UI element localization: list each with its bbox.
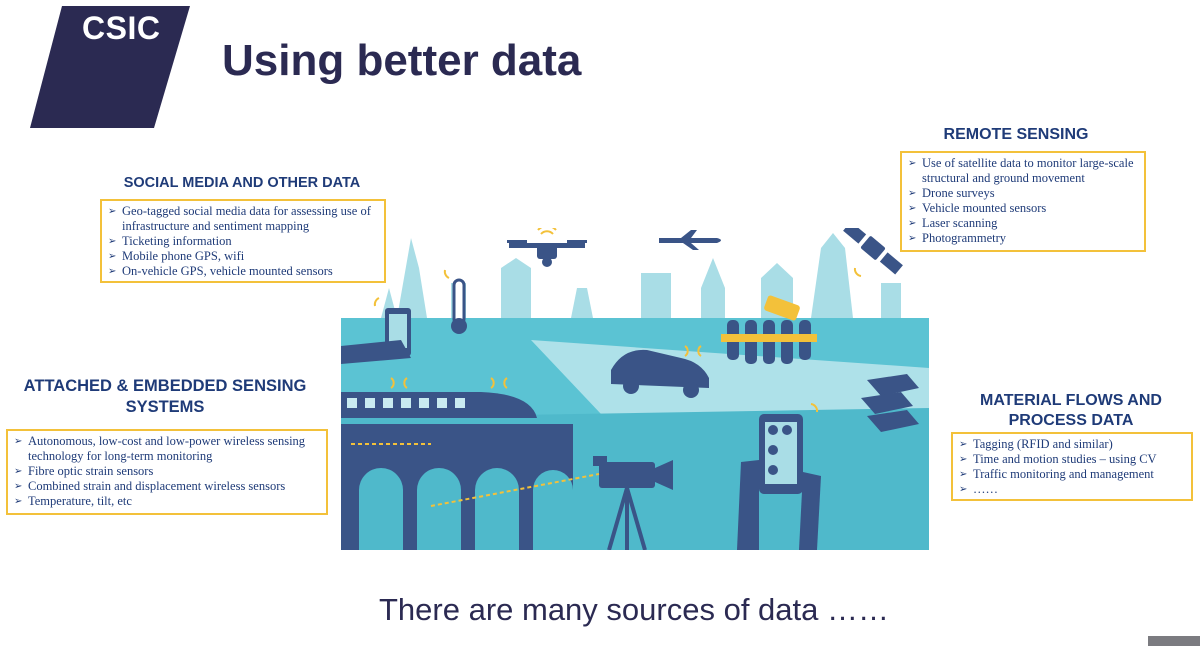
video-camera-icon <box>593 456 673 551</box>
material-flows-heading: MATERIAL FLOWS AND PROCESS DATA <box>958 391 1184 431</box>
list-item: Temperature, tilt, etc <box>14 494 320 509</box>
airplane-icon <box>659 230 721 250</box>
list-item: Combined strain and displacement wireles… <box>14 479 320 494</box>
satellite-icon <box>843 221 903 275</box>
list-item: Geo-tagged social media data for assessi… <box>108 204 378 234</box>
list-item: Autonomous, low-cost and low-power wirel… <box>14 434 320 464</box>
mobile-phone-icon <box>341 308 411 364</box>
bridge-arches <box>359 468 573 550</box>
list-item: Ticketing information <box>108 234 378 249</box>
train-icon <box>341 392 537 418</box>
social-media-heading: SOCIAL MEDIA AND OTHER DATA <box>123 175 361 191</box>
csic-logo: CSIC <box>0 0 200 130</box>
list-item: Mobile phone GPS, wifi <box>108 249 378 264</box>
map-layers-icon <box>861 374 919 432</box>
attached-sensing-heading: ATTACHED & EMBEDDED SENSING SYSTEMS <box>0 376 330 417</box>
social-media-box: Geo-tagged social media data for assessi… <box>100 199 386 283</box>
thermometer-icon <box>451 278 467 334</box>
car-icon <box>611 349 709 398</box>
list-item: Time and motion studies – using CV <box>959 452 1185 467</box>
remote-sensing-heading: REMOTE SENSING <box>943 126 1089 143</box>
material-flows-box: Tagging (RFID and similar) Time and moti… <box>951 432 1193 501</box>
corner-tab <box>1148 636 1200 646</box>
material-flows-heading-line2: PROCESS DATA <box>1008 412 1134 429</box>
list-item: Fibre optic strain sensors <box>14 464 320 479</box>
logo-text: CSIC <box>82 10 161 46</box>
list-item: Laser scanning <box>908 216 1138 231</box>
list-item: Traffic monitoring and management <box>959 467 1185 482</box>
logo-parallelogram <box>30 6 190 128</box>
list-item: Photogrammetry <box>908 231 1138 246</box>
remote-sensing-box: Use of satellite data to monitor large-s… <box>900 151 1146 252</box>
list-item: …… <box>959 482 1185 497</box>
laser-scanner-icon <box>721 295 817 364</box>
list-item: Tagging (RFID and similar) <box>959 437 1185 452</box>
list-item: Use of satellite data to monitor large-s… <box>908 156 1138 186</box>
list-item: On-vehicle GPS, vehicle mounted sensors <box>108 264 378 279</box>
slide-caption: There are many sources of data …… <box>378 592 889 627</box>
attached-sensing-heading-line2: SYSTEMS <box>125 397 205 416</box>
attached-sensing-box: Autonomous, low-cost and low-power wirel… <box>6 429 328 515</box>
list-item: Drone surveys <box>908 186 1138 201</box>
smart-infrastructure-illustration <box>341 221 929 555</box>
material-flows-heading-line1: MATERIAL FLOWS AND <box>980 392 1162 409</box>
attached-sensing-heading-line1: ATTACHED & EMBEDDED SENSING <box>23 377 307 395</box>
wifi-signal-icon <box>373 224 862 413</box>
social-media-phone-icon <box>737 414 821 550</box>
camera-link-line <box>430 473 600 507</box>
page-title: Using better data <box>222 36 582 85</box>
drone-icon <box>507 240 587 267</box>
list-item: Vehicle mounted sensors <box>908 201 1138 216</box>
